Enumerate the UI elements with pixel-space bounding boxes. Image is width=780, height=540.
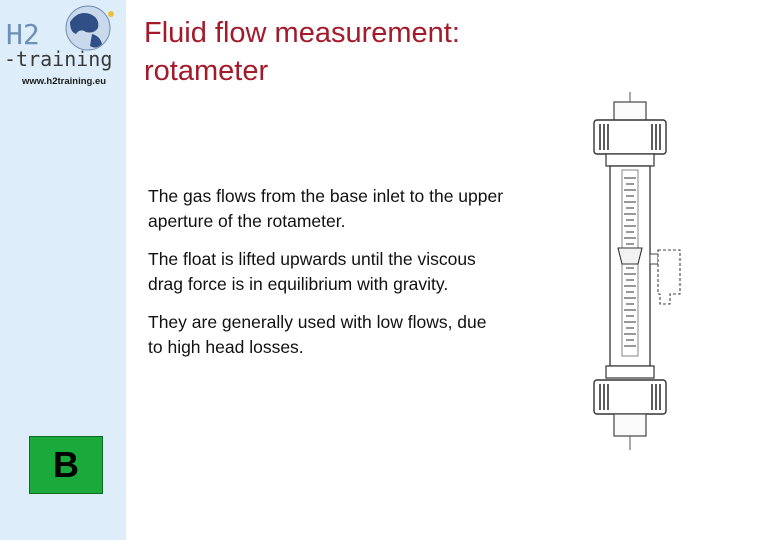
slide-title: Fluid flow measurement: rotameter (144, 14, 584, 90)
paragraph-line: They are generally used with low flows, … (148, 312, 487, 332)
paragraph: They are generally used with low flows, … (148, 310, 568, 360)
slide-body: The gas flows from the base inlet to the… (148, 184, 568, 373)
slide-badge: B (29, 436, 103, 494)
paragraph-line: The float is lifted upwards until the vi… (148, 249, 476, 269)
h2-training-logo: H2 -training (4, 5, 114, 71)
paragraph: The gas flows from the base inlet to the… (148, 184, 568, 234)
paragraph-line: to high head losses. (148, 337, 304, 357)
paragraph-line: drag force is in equilibrium with gravit… (148, 274, 449, 294)
logo-h2-text: H2 (6, 18, 40, 51)
logo-training-text: -training (4, 47, 112, 71)
title-line: Fluid flow measurement: (144, 17, 460, 49)
paragraph: The float is lifted upwards until the vi… (148, 247, 568, 297)
title-line: rotameter (144, 55, 269, 87)
rotameter-illustration (593, 92, 681, 450)
paragraph-line: aperture of the rotameter. (148, 211, 346, 231)
sidebar: H2 -training www.h2training.eu B (0, 0, 126, 540)
logo-url[interactable]: www.h2training.eu (21, 76, 107, 87)
paragraph-line: The gas flows from the base inlet to the… (148, 186, 504, 206)
